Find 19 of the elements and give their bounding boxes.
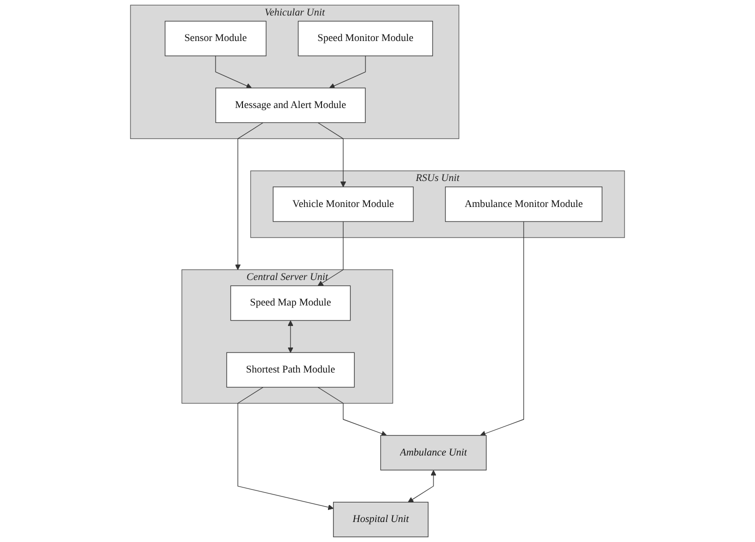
arrow [238, 386, 334, 510]
arrow [318, 386, 387, 436]
arrow [408, 470, 436, 502]
node-box: Sensor Module [164, 20, 266, 56]
node-box: Ambulance Unit [380, 435, 487, 470]
arrow [329, 56, 366, 88]
node-box: Message and Alert Module [215, 88, 366, 123]
node-box: Shortest Path Module [226, 352, 355, 388]
node-box: Vehicle Monitor Module [272, 186, 414, 222]
node-box: Hospital Unit [333, 502, 428, 538]
node-box: Speed Monitor Module [298, 20, 433, 56]
arrow [318, 221, 344, 286]
node-box: Ambulance Monitor Module [445, 186, 602, 222]
arrow [480, 221, 524, 436]
arrow [215, 56, 252, 88]
node-box: Speed Map Module [230, 285, 351, 321]
arrow [235, 122, 264, 270]
arrow [288, 320, 294, 353]
arrow [318, 122, 346, 188]
